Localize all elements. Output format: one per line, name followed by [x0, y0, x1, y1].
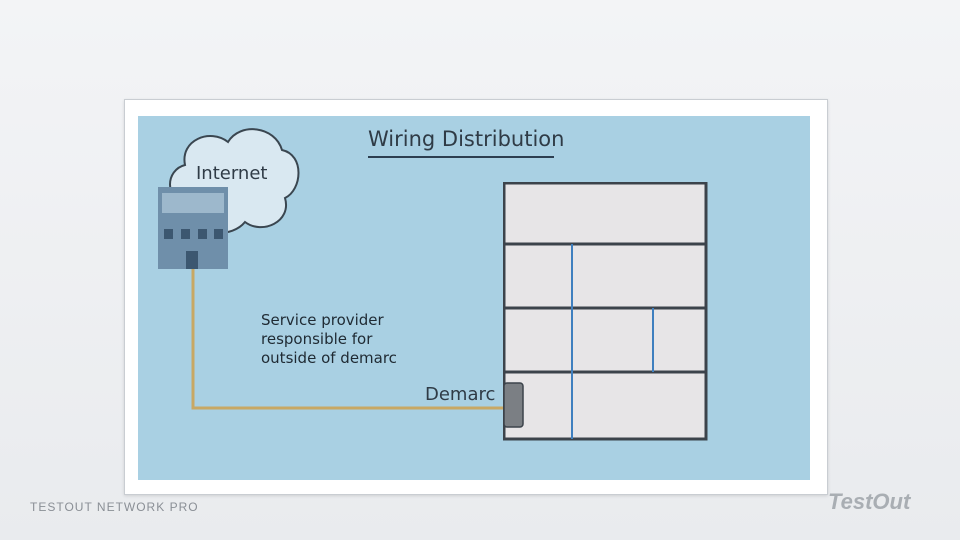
building-outline: [502, 181, 708, 441]
course-label: TESTOUT NETWORK PRO: [30, 500, 199, 514]
note-line: responsible for: [261, 330, 373, 348]
service-cable: [191, 269, 505, 410]
note-line: Service provider: [261, 311, 384, 329]
title-underline: [368, 156, 554, 158]
demarc-label: Demarc: [425, 384, 496, 405]
isp-building-icon: [158, 187, 228, 269]
internet-label: Internet: [196, 163, 268, 184]
service-provider-note: Service provider responsible for outside…: [261, 311, 397, 368]
note-line: outside of demarc: [261, 349, 397, 367]
demarc-box: [503, 382, 524, 428]
testout-logo: TestOut: [828, 489, 911, 514]
customer-building: [502, 181, 709, 447]
diagram-title: Wiring Distribution: [368, 127, 565, 151]
